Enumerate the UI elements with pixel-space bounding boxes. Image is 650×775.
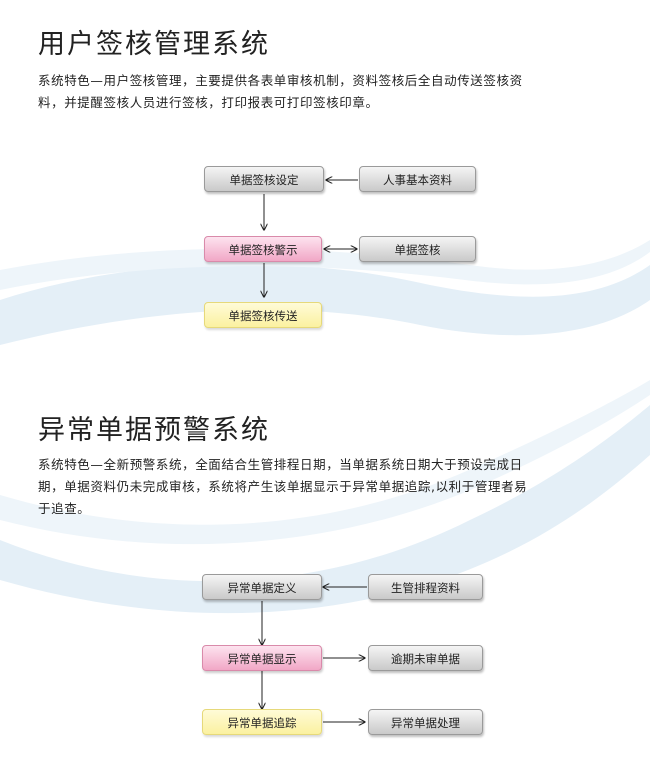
section1-title: 用户签核管理系统: [38, 29, 270, 60]
node-doc-signoff-alert: 单据签核警示: [204, 236, 322, 262]
node-abnormal-doc-definition: 异常单据定义: [202, 574, 322, 600]
node-abnormal-doc-tracking: 异常单据追踪: [202, 709, 322, 735]
node-doc-signoff-transfer: 单据签核传送: [204, 302, 322, 328]
node-doc-signoff: 单据签核: [359, 236, 476, 262]
wave-band-4: [0, 380, 650, 545]
wave-band-1: [0, 264, 650, 345]
section1-desc-line-1: 系统特色—用户签核管理，主要提供各表单审核机制，资料签核后全自动传送签核资: [38, 73, 523, 88]
node-abnormal-doc-display: 异常单据显示: [202, 645, 322, 671]
node-overdue-unapproved-doc: 逾期未审单据: [368, 645, 483, 671]
section2-desc-line-1: 系统特色—全新预警系统，全面结合生管排程日期，当单据系统日期大于预设完成日: [38, 457, 523, 472]
wave-band-3: [0, 405, 650, 614]
node-abnormal-doc-handling: 异常单据处理: [368, 709, 483, 735]
section2-desc-line-3: 于追查。: [38, 501, 91, 516]
wave-band-2: [0, 240, 650, 290]
section1-desc-line-2: 料，并提醒签核人员进行签核，打印报表可打印签核印章。: [38, 95, 379, 110]
node-production-schedule-data: 生管排程资料: [368, 574, 483, 600]
section2-description: 系统特色—全新预警系统，全面结合生管排程日期，当单据系统日期大于预设完成日 期，…: [38, 454, 612, 520]
node-doc-signoff-setting: 单据签核设定: [204, 166, 324, 192]
section2-title: 异常单据预警系统: [38, 415, 270, 446]
section1-description: 系统特色—用户签核管理，主要提供各表单审核机制，资料签核后全自动传送签核资 料，…: [38, 70, 612, 114]
node-personnel-basic-data: 人事基本资料: [359, 166, 476, 192]
section2-desc-line-2: 期，单据资料仍未完成审核，系统将产生该单据显示于异常单据追踪,以利于管理者易: [38, 479, 528, 494]
